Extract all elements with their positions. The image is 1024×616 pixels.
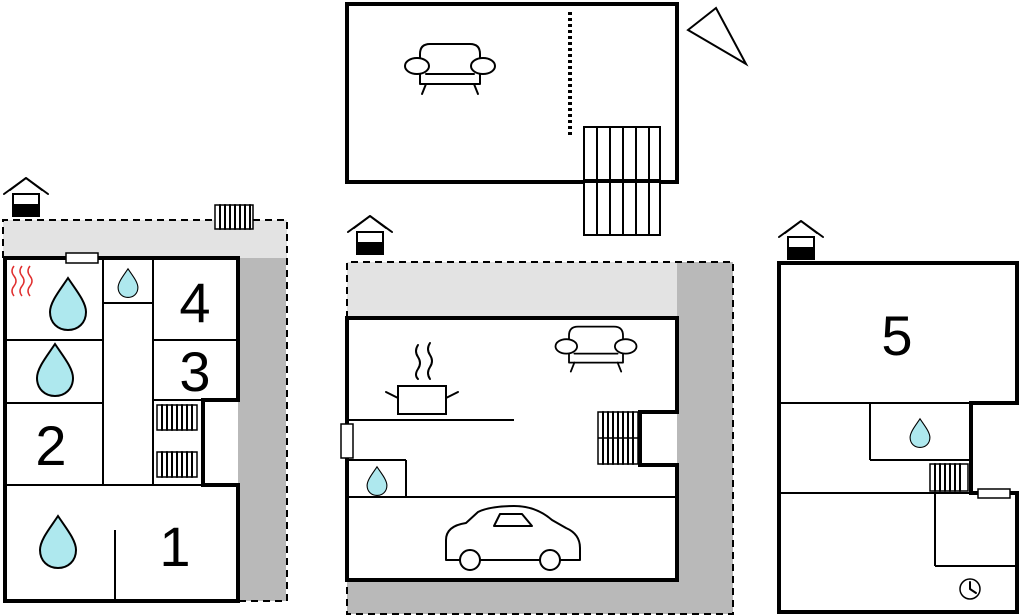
radiator-icon bbox=[156, 451, 198, 478]
room-number-4: 4 bbox=[179, 271, 210, 334]
terrace-area bbox=[347, 262, 677, 318]
garden-area bbox=[238, 258, 286, 601]
top-floor-walls bbox=[345, 2, 679, 184]
kitchen-pot-icon bbox=[385, 342, 459, 415]
water-drop-icon bbox=[36, 343, 74, 397]
house-entrance-icon bbox=[347, 215, 393, 255]
radiator-icon bbox=[214, 204, 254, 230]
right-building: 5 bbox=[777, 220, 1019, 614]
terrace-dashed-outline bbox=[346, 261, 734, 615]
sofa-icon bbox=[404, 43, 496, 95]
room-number-2: 2 bbox=[35, 414, 66, 477]
water-drop-icon bbox=[909, 418, 931, 448]
house-entrance-icon bbox=[778, 220, 824, 260]
terrace-dashed-outline bbox=[2, 219, 288, 602]
water-drop-icon bbox=[117, 268, 139, 298]
radiator-icon bbox=[929, 463, 969, 492]
radiator-icon bbox=[597, 411, 639, 465]
sofa-icon bbox=[554, 325, 638, 373]
room-number-5: 5 bbox=[881, 304, 912, 367]
exterior-walls bbox=[345, 316, 679, 582]
room-number-3: 3 bbox=[179, 340, 210, 403]
left-building: 2 4 3 1 bbox=[2, 177, 288, 603]
interior-walls bbox=[347, 419, 677, 498]
window-icon bbox=[977, 488, 1011, 499]
garden-area bbox=[677, 262, 733, 580]
water-drop-icon bbox=[39, 515, 77, 569]
middle-building bbox=[340, 215, 734, 615]
window-icon bbox=[65, 252, 99, 264]
radiator-icon bbox=[156, 404, 198, 431]
house-entrance-icon bbox=[3, 177, 49, 217]
car-icon bbox=[445, 505, 581, 571]
interior-walls bbox=[5, 258, 238, 601]
garden-area bbox=[347, 580, 733, 614]
compass-icon bbox=[686, 6, 749, 67]
interior-walls bbox=[779, 402, 1017, 567]
window-icon bbox=[340, 423, 354, 459]
room-number-1: 1 bbox=[159, 515, 190, 578]
clock-icon bbox=[959, 578, 981, 600]
staircase-icon bbox=[583, 126, 661, 236]
heating-icon bbox=[11, 265, 33, 297]
top-building bbox=[345, 2, 749, 236]
water-drop-icon bbox=[49, 277, 87, 331]
water-drop-icon bbox=[366, 466, 388, 496]
